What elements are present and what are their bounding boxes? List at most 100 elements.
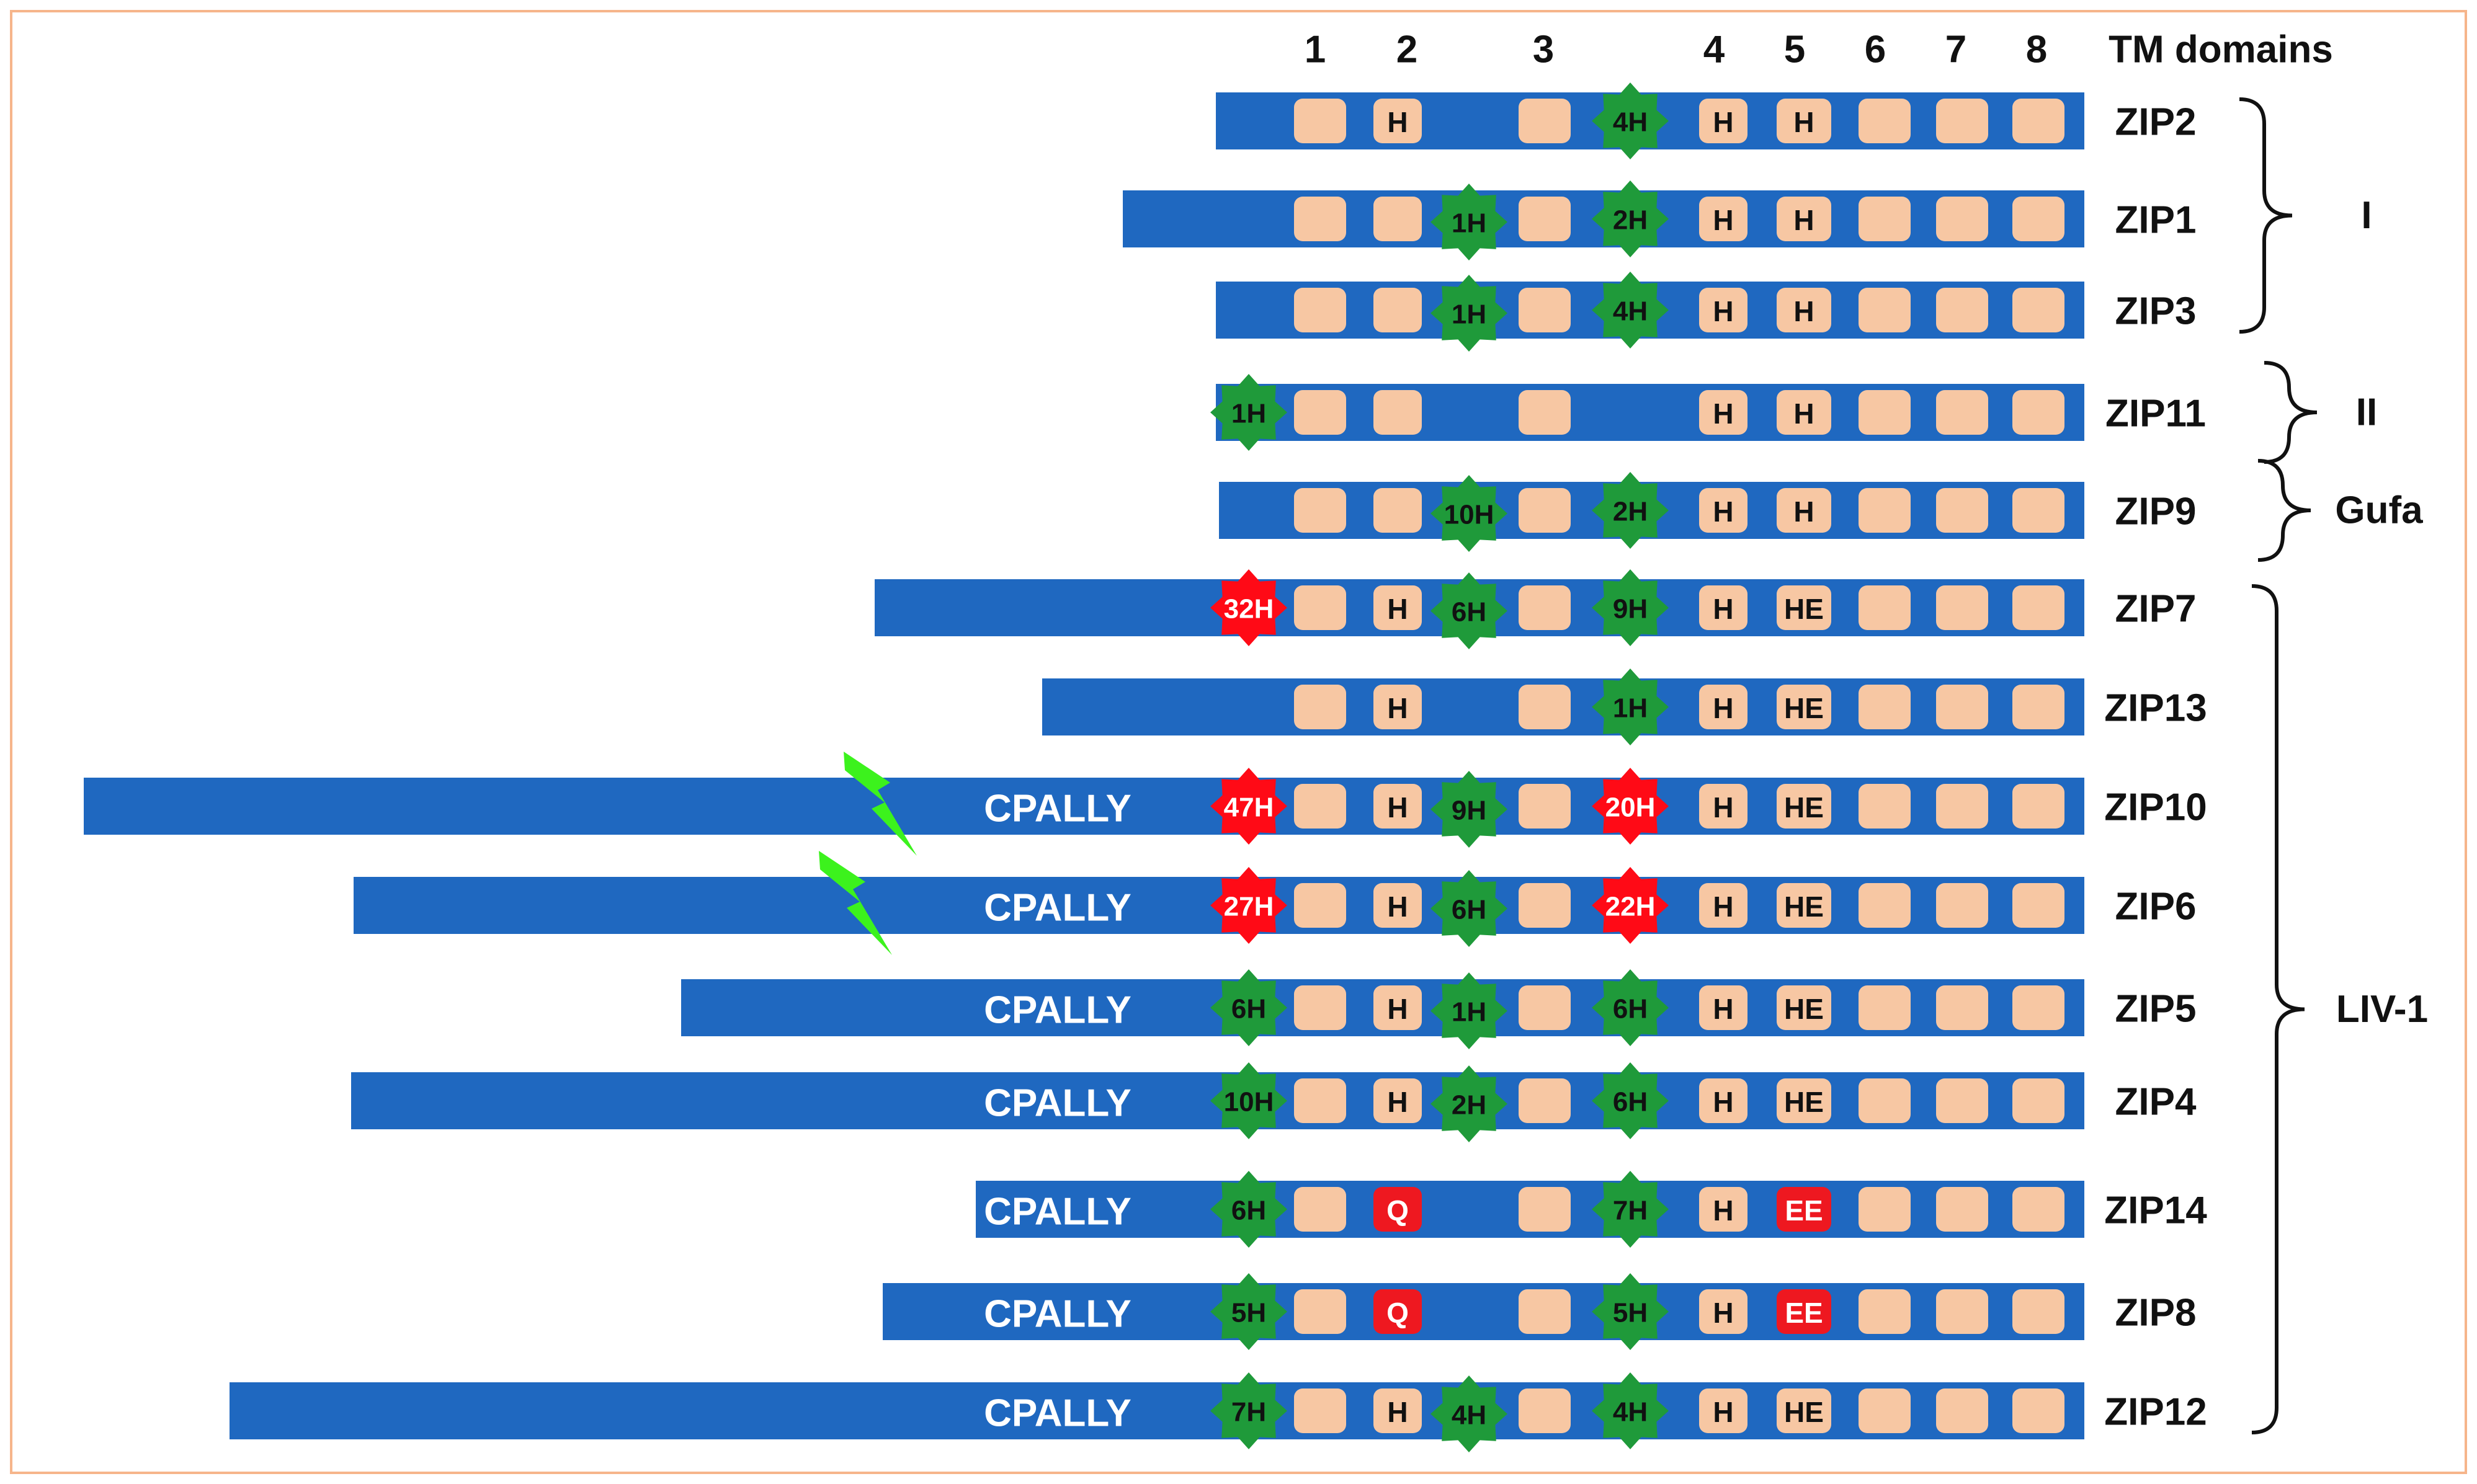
tm-domain-1 <box>1294 685 1346 729</box>
tm-domain-6 <box>1859 488 1911 533</box>
loop-3-4-his-star <box>1592 1062 1669 1139</box>
tm-number-6: 6 <box>1865 29 1886 71</box>
tm-domain-4 <box>1699 1187 1747 1232</box>
his-cluster-label: 6H <box>1452 895 1486 925</box>
tm-motif-label: HE <box>1784 692 1824 724</box>
his-cluster-label: 1H <box>1231 399 1266 429</box>
tm-domain-7 <box>1936 585 1988 630</box>
tm-domain-5 <box>1777 685 1831 729</box>
tm-domain-4 <box>1699 1388 1747 1433</box>
tm-motif-label: H <box>1713 593 1733 625</box>
tm-domain-7 <box>1936 985 1988 1030</box>
zip-name: ZIP13 <box>2104 687 2207 730</box>
tm-motif-label: H <box>1387 1396 1408 1428</box>
tm-domain-3 <box>1519 1187 1571 1232</box>
tm-motif-label: H <box>1713 495 1733 528</box>
tm-domain-3 <box>1519 1388 1571 1433</box>
his-cluster-label: 4H <box>1613 107 1648 138</box>
zip-name: ZIP9 <box>2115 491 2197 533</box>
cpally-motif: CPALLY <box>984 1082 1131 1125</box>
his-cluster-label: 1H <box>1452 300 1486 330</box>
tm-domain-1 <box>1294 585 1346 630</box>
tm-domain-7 <box>1936 1187 1988 1232</box>
tm-domain-8 <box>2012 488 2064 533</box>
cpally-motif: CPALLY <box>984 788 1131 830</box>
tm-domain-1 <box>1294 1388 1346 1433</box>
tm-domain-8 <box>2012 685 2064 729</box>
tm-domain-8 <box>2012 390 2064 435</box>
tm-motif-label: H <box>1387 106 1408 138</box>
tm-domain-3 <box>1519 985 1571 1030</box>
protein-bar <box>84 778 2084 835</box>
tm-domain-3 <box>1519 784 1571 829</box>
group-label: LIV-1 <box>2336 988 2428 1031</box>
tm-domain-5 <box>1777 197 1831 241</box>
tm-domain-8 <box>2012 585 2064 630</box>
tm-domain-3 <box>1519 1078 1571 1123</box>
tm-motif-label: H <box>1387 1086 1408 1118</box>
his-cluster-label: 9H <box>1613 594 1648 624</box>
tm-domain-5 <box>1777 883 1831 928</box>
tm-number-5: 5 <box>1784 29 1805 71</box>
tm-domain-5 <box>1777 1388 1831 1433</box>
tm-motif-label: H <box>1713 295 1733 327</box>
tm-domain-5 <box>1777 985 1831 1030</box>
his-cluster-label: 9H <box>1452 796 1486 826</box>
tm-motif-label: H <box>1713 791 1733 824</box>
loop-3-4-his-star <box>1592 867 1669 944</box>
tm-motif-label: H <box>1713 891 1733 923</box>
his-cluster-label: 1H <box>1452 997 1486 1028</box>
tm-domain-4 <box>1699 1078 1747 1123</box>
tm-domain-4 <box>1699 784 1747 829</box>
tm-domain-2 <box>1373 585 1422 630</box>
tm-motif-label: H <box>1713 1396 1733 1428</box>
tm-domain-7 <box>1936 390 1988 435</box>
tm-domain-3 <box>1519 883 1571 928</box>
tm-domain-6 <box>1859 390 1911 435</box>
bracket-shape <box>2264 361 2318 464</box>
his-cluster-label: 22H <box>1605 892 1656 922</box>
his-cluster-label: 10H <box>1444 500 1494 530</box>
tm-domain-7 <box>1936 1078 1988 1123</box>
tm-domain-5 <box>1777 488 1831 533</box>
zip-name: ZIP2 <box>2115 101 2197 144</box>
tm-domain-8 <box>2012 1289 2064 1334</box>
tm-domain-1 <box>1294 883 1346 928</box>
zip-name: ZIP14 <box>2104 1189 2207 1232</box>
tm-motif-label: H <box>1713 204 1733 236</box>
tm-domain-7 <box>1936 1388 1988 1433</box>
tm-domain-4 <box>1699 685 1747 729</box>
his-cluster-label: 6H <box>1452 597 1486 628</box>
n-terminal-his-star <box>1210 867 1287 944</box>
tm-motif-label: H <box>1387 891 1408 923</box>
tm-domain-4 <box>1699 197 1747 241</box>
zip-name: ZIP4 <box>2115 1081 2197 1124</box>
tm-domain-6 <box>1859 197 1911 241</box>
tm-domain-2 <box>1373 288 1422 332</box>
tm-domain-4 <box>1699 390 1747 435</box>
tm-domain-8 <box>2012 1078 2064 1123</box>
loop-2-3-his-star <box>1430 475 1507 552</box>
loop-3-4-his-star <box>1592 569 1669 646</box>
protein-bar <box>1216 384 1698 441</box>
his-cluster-label: 2H <box>1613 205 1648 236</box>
his-cluster-label: 10H <box>1224 1087 1274 1117</box>
tm-domain-6 <box>1859 1289 1911 1334</box>
his-cluster-label: 1H <box>1452 208 1486 239</box>
zip-name: ZIP11 <box>2105 393 2206 435</box>
zip-name: ZIP1 <box>2115 199 2197 242</box>
tm-domain-8 <box>2012 197 2064 241</box>
tm-motif-label: H <box>1713 1297 1733 1329</box>
tm-motif-label: Q <box>1386 1297 1409 1329</box>
tm-domain-5 <box>1777 784 1831 829</box>
tm-number-1: 1 <box>1305 29 1326 71</box>
tm-domain-2 <box>1373 197 1422 241</box>
tm-motif-label: H <box>1713 1194 1733 1227</box>
tm-domain-1 <box>1294 1289 1346 1334</box>
